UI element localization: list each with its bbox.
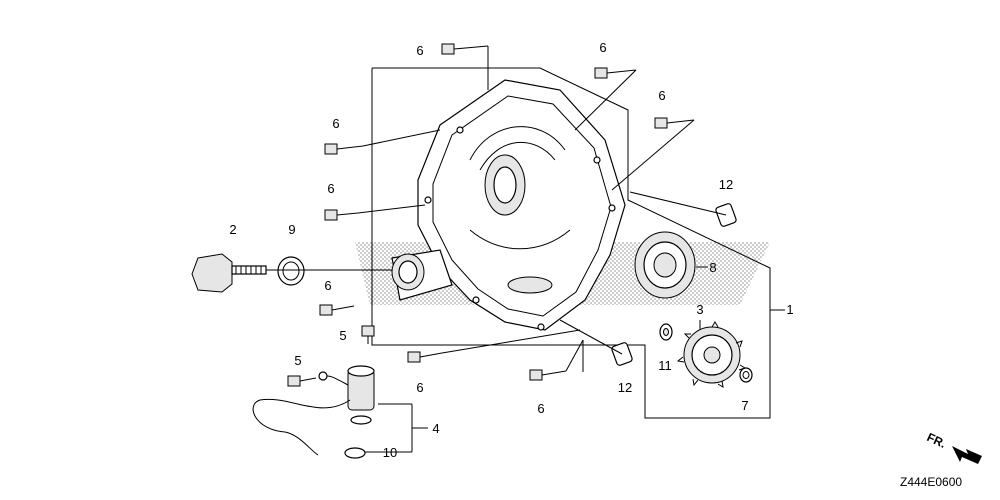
o-ring [277,256,305,286]
sensor-assembly [252,365,375,459]
gear [676,321,747,388]
callout-8: 8 [709,260,716,275]
callout-6: 6 [416,43,423,58]
screw-5-lower [287,375,317,387]
callout-7: 7 [741,398,748,413]
callouts: 6 6 6 6 6 6 6 6 12 12 2 9 8 1 3 5 5 11 7… [229,40,793,460]
callout-4: 4 [432,421,439,436]
callout-12: 12 [719,177,733,192]
callout-6: 6 [332,116,339,131]
front-direction-arrow: FR. [925,430,982,464]
bearing [634,231,696,299]
bolt-left-lower [319,304,355,316]
front-direction-label: FR. [925,430,948,451]
callout-9: 9 [288,222,295,237]
circlip [739,367,753,383]
screw-5-upper [361,325,375,344]
oil-filler-cap [191,253,267,293]
callout-1: 1 [786,302,793,317]
leader-lines [266,46,785,453]
callout-3: 3 [696,302,703,317]
bolt-bottom-left [407,351,443,363]
callout-6: 6 [658,88,665,103]
flywheel-housing [391,79,626,331]
bolt-right [654,117,695,129]
callout-6: 6 [537,401,544,416]
callout-10: 10 [383,445,397,460]
callout-6: 6 [416,380,423,395]
assembly-outline [371,67,771,419]
diagram-code: Z444E0600 [900,475,962,489]
callout-6: 6 [327,181,334,196]
bolt-bottom-center [529,369,567,381]
bolt-top-right [594,67,637,79]
arrow-icon [952,446,982,464]
bolt-left-mid [324,209,359,221]
callout-6: 6 [324,278,331,293]
callout-6: 6 [599,40,606,55]
callout-5: 5 [339,328,346,343]
callout-5: 5 [294,353,301,368]
bolt-top-center [441,43,489,55]
callout-11: 11 [658,358,672,373]
bolt-left-upper [324,143,364,155]
washer [659,323,673,341]
callout-12: 12 [618,380,632,395]
callout-2: 2 [229,222,236,237]
